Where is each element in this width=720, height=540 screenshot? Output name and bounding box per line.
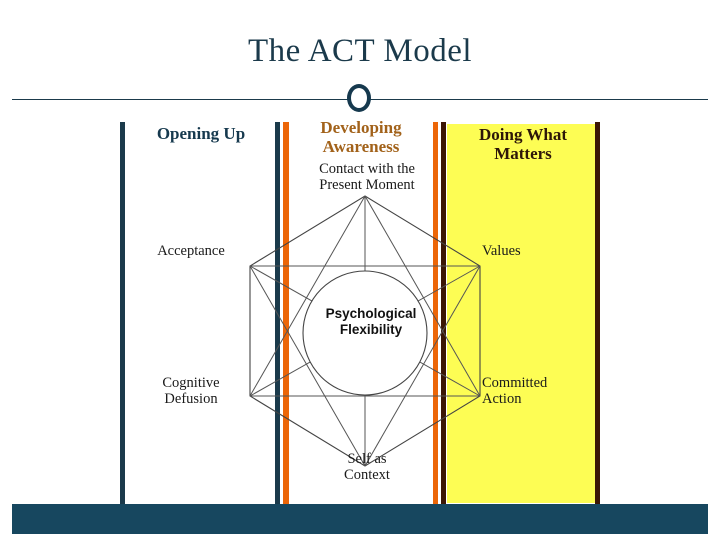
hexaflex-label-self-as-context: Self as Context: [344, 451, 390, 483]
page-title: The ACT Model: [247, 33, 473, 69]
hexaflex-center-label: Psychological Flexibility: [325, 306, 417, 337]
divider-bar-left-navy: [120, 122, 125, 504]
center-circle: [302, 270, 428, 396]
hexaflex-diagram: Contact with the Present Moment Values C…: [130, 158, 600, 503]
hexaflex-label-committed-action: Committed Action: [482, 375, 548, 407]
divider-bar-mid-orange: [283, 122, 289, 504]
hexaflex-label-cognitive-defusion: Cognitive Defusion: [162, 375, 220, 407]
highlight-block-doing-what-matters: [447, 124, 598, 503]
circle-ornament-icon: [347, 84, 371, 112]
hexaflex-label-values: Values: [482, 243, 521, 259]
divider-bar-far-brown: [595, 122, 600, 504]
column-heading-doing-what-matters: Doing What Matters: [478, 125, 567, 164]
column-heading-opening-up: Opening Up: [156, 124, 246, 143]
hexaflex-label-present-moment: Contact with the Present Moment: [319, 161, 415, 193]
hexaflex-graph-svg: [249, 195, 481, 467]
column-heading-developing-awareness: Developing Awareness: [320, 118, 402, 157]
footer-band: [12, 504, 708, 534]
hexaflex-label-acceptance: Acceptance: [157, 243, 225, 259]
divider-bar-right-brown: [441, 122, 446, 504]
divider-bar-right-orange: [433, 122, 438, 504]
